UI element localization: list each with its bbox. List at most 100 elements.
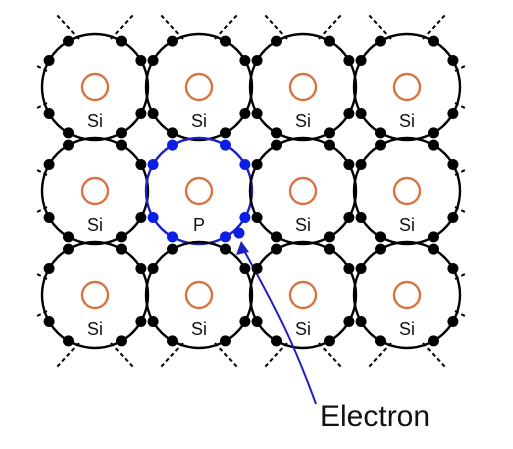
- dangling-bond: [422, 14, 446, 40]
- electron-dot: [135, 55, 147, 66]
- atom-nuclei: [80, 72, 422, 310]
- atom-label: Si: [399, 111, 415, 131]
- electron-dot: [167, 335, 178, 347]
- atom-label: Si: [295, 215, 311, 235]
- dopant-electron-dot: [147, 212, 159, 223]
- electron-dot: [251, 316, 263, 327]
- dangling-bond: [264, 14, 288, 40]
- bond-circle: [248, 136, 358, 246]
- electron-dot: [375, 335, 386, 347]
- electron-dot: [135, 108, 147, 119]
- electron-dot: [271, 243, 282, 255]
- electron-dot: [343, 263, 355, 274]
- dangling-bond: [368, 14, 392, 40]
- electron-dot: [324, 35, 335, 47]
- electron-dot: [251, 263, 263, 274]
- electron-dot: [375, 139, 386, 151]
- electron-dot: [135, 263, 147, 274]
- electron-dot: [428, 243, 439, 255]
- electron-dot: [343, 159, 355, 170]
- electron-dot: [428, 35, 439, 47]
- nucleus-ring: [392, 176, 422, 206]
- bond-circle: [144, 240, 254, 350]
- dopant-electron-dot: [167, 231, 178, 243]
- nucleus-ring: [392, 280, 422, 310]
- electron-dot: [251, 55, 263, 66]
- dangling-bond: [160, 342, 184, 368]
- electron-dot: [271, 139, 282, 151]
- electron-dot: [271, 35, 282, 47]
- electron-dot: [239, 316, 251, 327]
- electron-dot: [43, 316, 55, 327]
- electron-dot: [135, 212, 147, 223]
- electron-dot: [447, 316, 459, 327]
- electron-dot: [343, 108, 355, 119]
- electron-dot: [116, 139, 127, 151]
- dangling-bond: [264, 342, 288, 368]
- electron-dot: [147, 108, 159, 119]
- electron-dot: [375, 35, 386, 47]
- electron-dot: [63, 243, 74, 255]
- atom-label: Si: [399, 319, 415, 339]
- nucleus-ring: [288, 280, 318, 310]
- dangling-bond: [160, 14, 184, 40]
- dopant-bond-circle: [144, 136, 254, 246]
- nucleus-ring: [392, 72, 422, 102]
- electron-dot: [43, 55, 55, 66]
- electron-dot: [355, 55, 367, 66]
- dopant-electron-dot: [167, 139, 178, 151]
- electron-dot: [428, 139, 439, 151]
- electron-dot: [251, 212, 263, 223]
- free-electron-dot: [233, 227, 245, 239]
- electron-dot: [343, 212, 355, 223]
- electron-dot: [63, 127, 74, 139]
- electron-dot: [251, 159, 263, 170]
- electron-dot: [324, 127, 335, 139]
- electron-dot: [447, 159, 459, 170]
- electron-dot: [63, 335, 74, 347]
- nucleus-ring: [184, 280, 214, 310]
- electron-dot: [375, 231, 386, 243]
- electron-dot: [116, 243, 127, 255]
- dangling-bond: [110, 342, 134, 368]
- electron-dot: [324, 335, 335, 347]
- dangling-bond: [368, 342, 392, 368]
- dopant-electron-dot: [239, 159, 251, 170]
- atom-label: Si: [191, 111, 207, 131]
- dangling-bond: [318, 342, 342, 368]
- bond-circle: [352, 136, 462, 246]
- dangling-bond: [56, 342, 80, 368]
- atom-label: Si: [399, 215, 415, 235]
- nucleus-ring: [184, 72, 214, 102]
- electron-dot: [239, 55, 251, 66]
- electron-dot: [135, 316, 147, 327]
- electron-label: Electron: [320, 400, 430, 433]
- bond-circle: [40, 240, 150, 350]
- electron-dot: [239, 263, 251, 274]
- electron-dot: [271, 335, 282, 347]
- bond-circles: [40, 32, 462, 350]
- electron-dot: [355, 108, 367, 119]
- electron-dot: [167, 35, 178, 47]
- electron-dot: [355, 316, 367, 327]
- bond-circle: [248, 32, 358, 142]
- electron-dot: [135, 159, 147, 170]
- electron-dot: [375, 243, 386, 255]
- atom-label: Si: [87, 319, 103, 339]
- electron-dot: [43, 108, 55, 119]
- electron-dot: [43, 263, 55, 274]
- electron-dot: [355, 263, 367, 274]
- dopant-electron-dot: [239, 212, 251, 223]
- electron-dot: [324, 139, 335, 151]
- dopant-electron-dot: [220, 139, 231, 151]
- electron-dot: [43, 159, 55, 170]
- electron-dot: [428, 127, 439, 139]
- electron-dot: [428, 231, 439, 243]
- electron-dot: [220, 243, 231, 255]
- bond-circle: [144, 32, 254, 142]
- electron-dot: [116, 231, 127, 243]
- electron-dot: [167, 127, 178, 139]
- electron-dot: [63, 231, 74, 243]
